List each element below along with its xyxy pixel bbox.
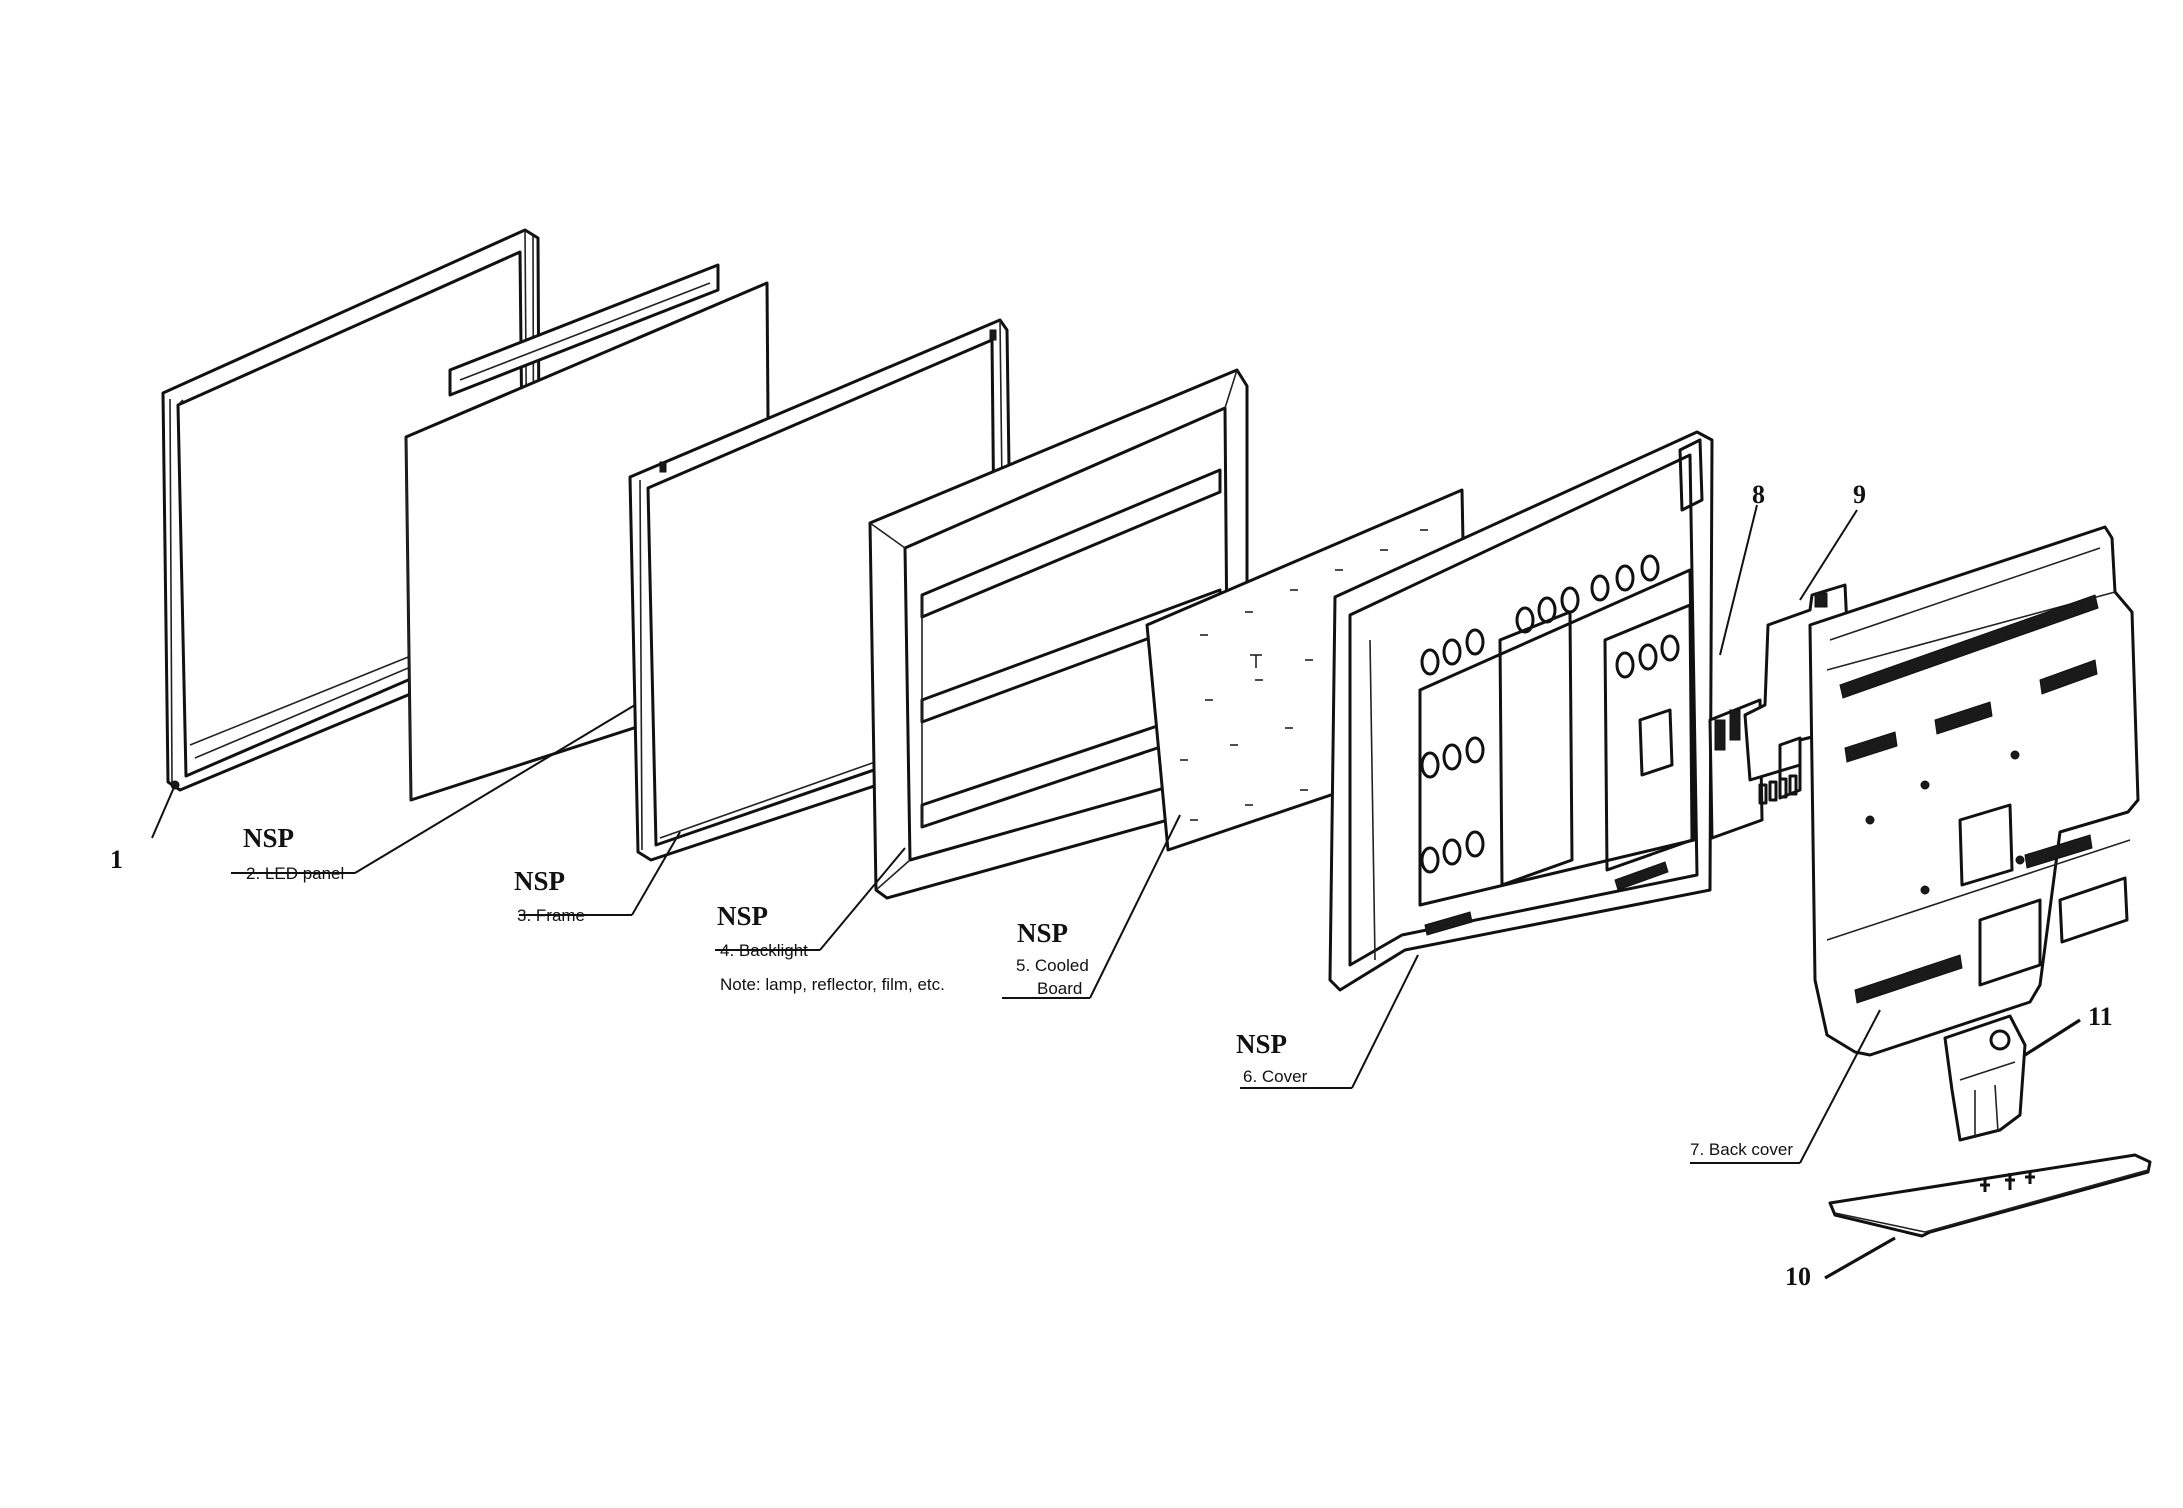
part-10-stand-base [1828, 1153, 2152, 1238]
part-6-label: 6. Cover [1243, 1067, 1308, 1086]
part-10-number: 10 [1785, 1262, 1811, 1291]
part-3-nsp-tag: NSP [514, 866, 565, 896]
part-5-label-line2: Board [1037, 979, 1082, 998]
part-2-led-panel [404, 263, 772, 802]
part-4-nsp-tag: NSP [717, 901, 768, 931]
part-5-label-line1: 5. Cooled [1016, 956, 1089, 975]
part-8-number: 8 [1752, 480, 1765, 509]
part-1-number: 1 [110, 845, 123, 874]
part-2-nsp-tag: NSP [243, 823, 294, 853]
leader-lines [151, 504, 2081, 1280]
part-11-number: 11 [2088, 1002, 2113, 1031]
part-5-nsp-tag: NSP [1017, 918, 1068, 948]
part-3-label: 3. Frame [517, 906, 585, 925]
part-4-note: Note: lamp, reflector, film, etc. [720, 975, 945, 994]
part-6-nsp-tag: NSP [1236, 1029, 1287, 1059]
part-11-stand-neck [1943, 1014, 2027, 1142]
part-7-back-cover [1808, 525, 2140, 1057]
part-2-label: 2. LED panel [246, 864, 344, 883]
part-7-label: 7. Back cover [1690, 1140, 1793, 1159]
part-9-number: 9 [1853, 480, 1866, 509]
part-6-cover [1328, 430, 1714, 992]
part-4-label: 4. Backlight [720, 941, 808, 960]
